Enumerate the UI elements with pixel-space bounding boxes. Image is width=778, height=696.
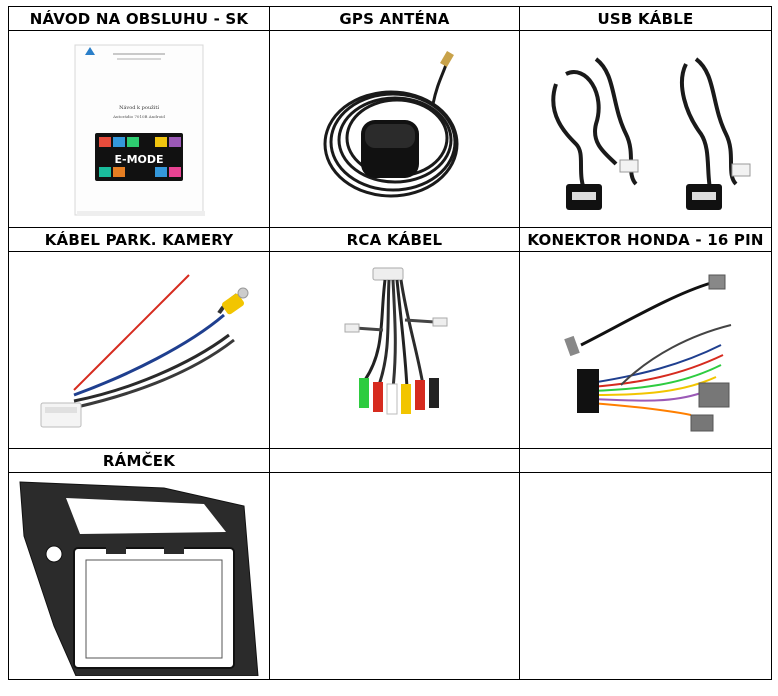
header-row: RÁMČEK [8, 448, 772, 473]
header-manual: NÁVOD NA OBSLUHU - SK [8, 6, 270, 31]
header-empty-2 [519, 448, 772, 473]
honda-connector-image [563, 274, 731, 432]
brand-logo-icon [85, 47, 95, 55]
manual-subtitle: Autorádio 7010B Android [112, 114, 165, 119]
header-row: KÁBEL PARK. KAMERY RCA KÁBEL KONEKTOR HO… [8, 227, 772, 252]
cell-frame [8, 472, 270, 680]
cell-rca-cable [269, 251, 520, 449]
cell-manual: Návod k použití Autorádio 7010B Android … [8, 30, 270, 228]
usb-cables-image [550, 57, 750, 210]
manual-booklet-image: Návod k použití Autorádio 7010B Android … [74, 44, 205, 216]
header-parking-camera-cable: KÁBEL PARK. KAMERY [8, 227, 270, 252]
accessories-table: NÁVOD NA OBSLUHU - SK GPS ANTÉNA USB KÁB… [8, 6, 772, 680]
cell-parking-camera-cable [8, 251, 270, 449]
rca-cable-image [344, 267, 447, 415]
parking-camera-cable-image [40, 274, 249, 428]
header-gps-antenna: GPS ANTÉNA [269, 6, 520, 31]
header-honda-connector: KONEKTOR HONDA - 16 PIN [519, 227, 772, 252]
cell-empty-2 [519, 472, 772, 680]
image-row: Návod k použití Autorádio 7010B Android … [8, 30, 772, 228]
cell-empty-1 [269, 472, 520, 680]
gps-antenna-image [323, 50, 458, 198]
dash-frame-image [19, 481, 259, 676]
cell-honda-connector [519, 251, 772, 449]
header-usb-cables: USB KÁBLE [519, 6, 772, 31]
cell-usb-cables [519, 30, 772, 228]
image-row [8, 472, 772, 680]
header-row: NÁVOD NA OBSLUHU - SK GPS ANTÉNA USB KÁB… [8, 6, 772, 31]
header-empty-1 [269, 448, 520, 473]
manual-logo: E-MODE [114, 153, 163, 166]
manual-title: Návod k použití [119, 104, 159, 111]
header-frame: RÁMČEK [8, 448, 270, 473]
cell-gps-antenna [269, 30, 520, 228]
header-rca-cable: RCA KÁBEL [269, 227, 520, 252]
image-row [8, 251, 772, 449]
